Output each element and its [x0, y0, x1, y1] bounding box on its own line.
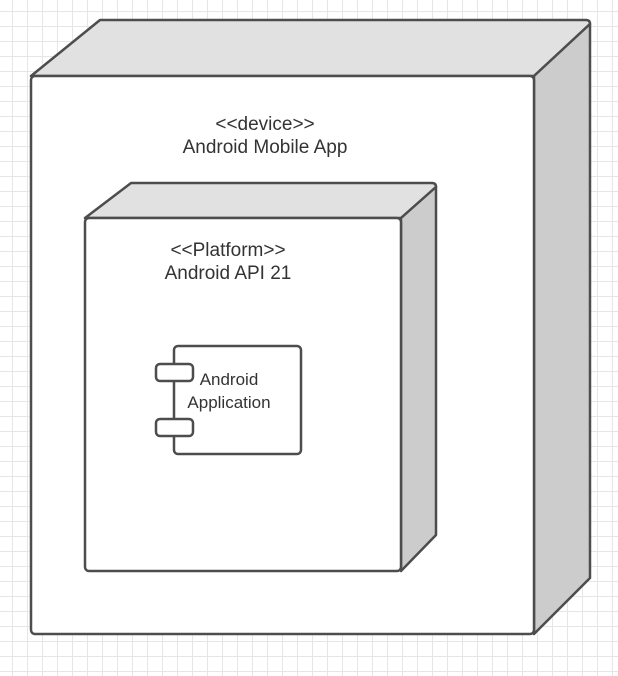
- device-node-top: [29, 18, 592, 78]
- component-body: [172, 344, 303, 456]
- device-node-side: [532, 22, 592, 636]
- component-label-line2: Application: [187, 392, 271, 412]
- platform-name: Android API 21: [164, 262, 292, 284]
- component-box[interactable]: [154, 344, 303, 456]
- device-node-label: <<device>> Android Mobile App: [140, 114, 390, 160]
- component-port-bottom: [154, 417, 195, 438]
- component-label: Android Application: [180, 369, 278, 415]
- platform-node-label: <<Platform>> Android API 21: [118, 240, 338, 286]
- component-label-line1: Android: [199, 370, 259, 389]
- platform-stereotype: <<Platform>>: [170, 240, 286, 261]
- device-name: Android Mobile App: [182, 136, 348, 158]
- platform-node-top: [83, 181, 438, 220]
- platform-node-side: [399, 185, 438, 573]
- component-port-top: [154, 362, 195, 383]
- device-stereotype: <<device>>: [215, 114, 315, 135]
